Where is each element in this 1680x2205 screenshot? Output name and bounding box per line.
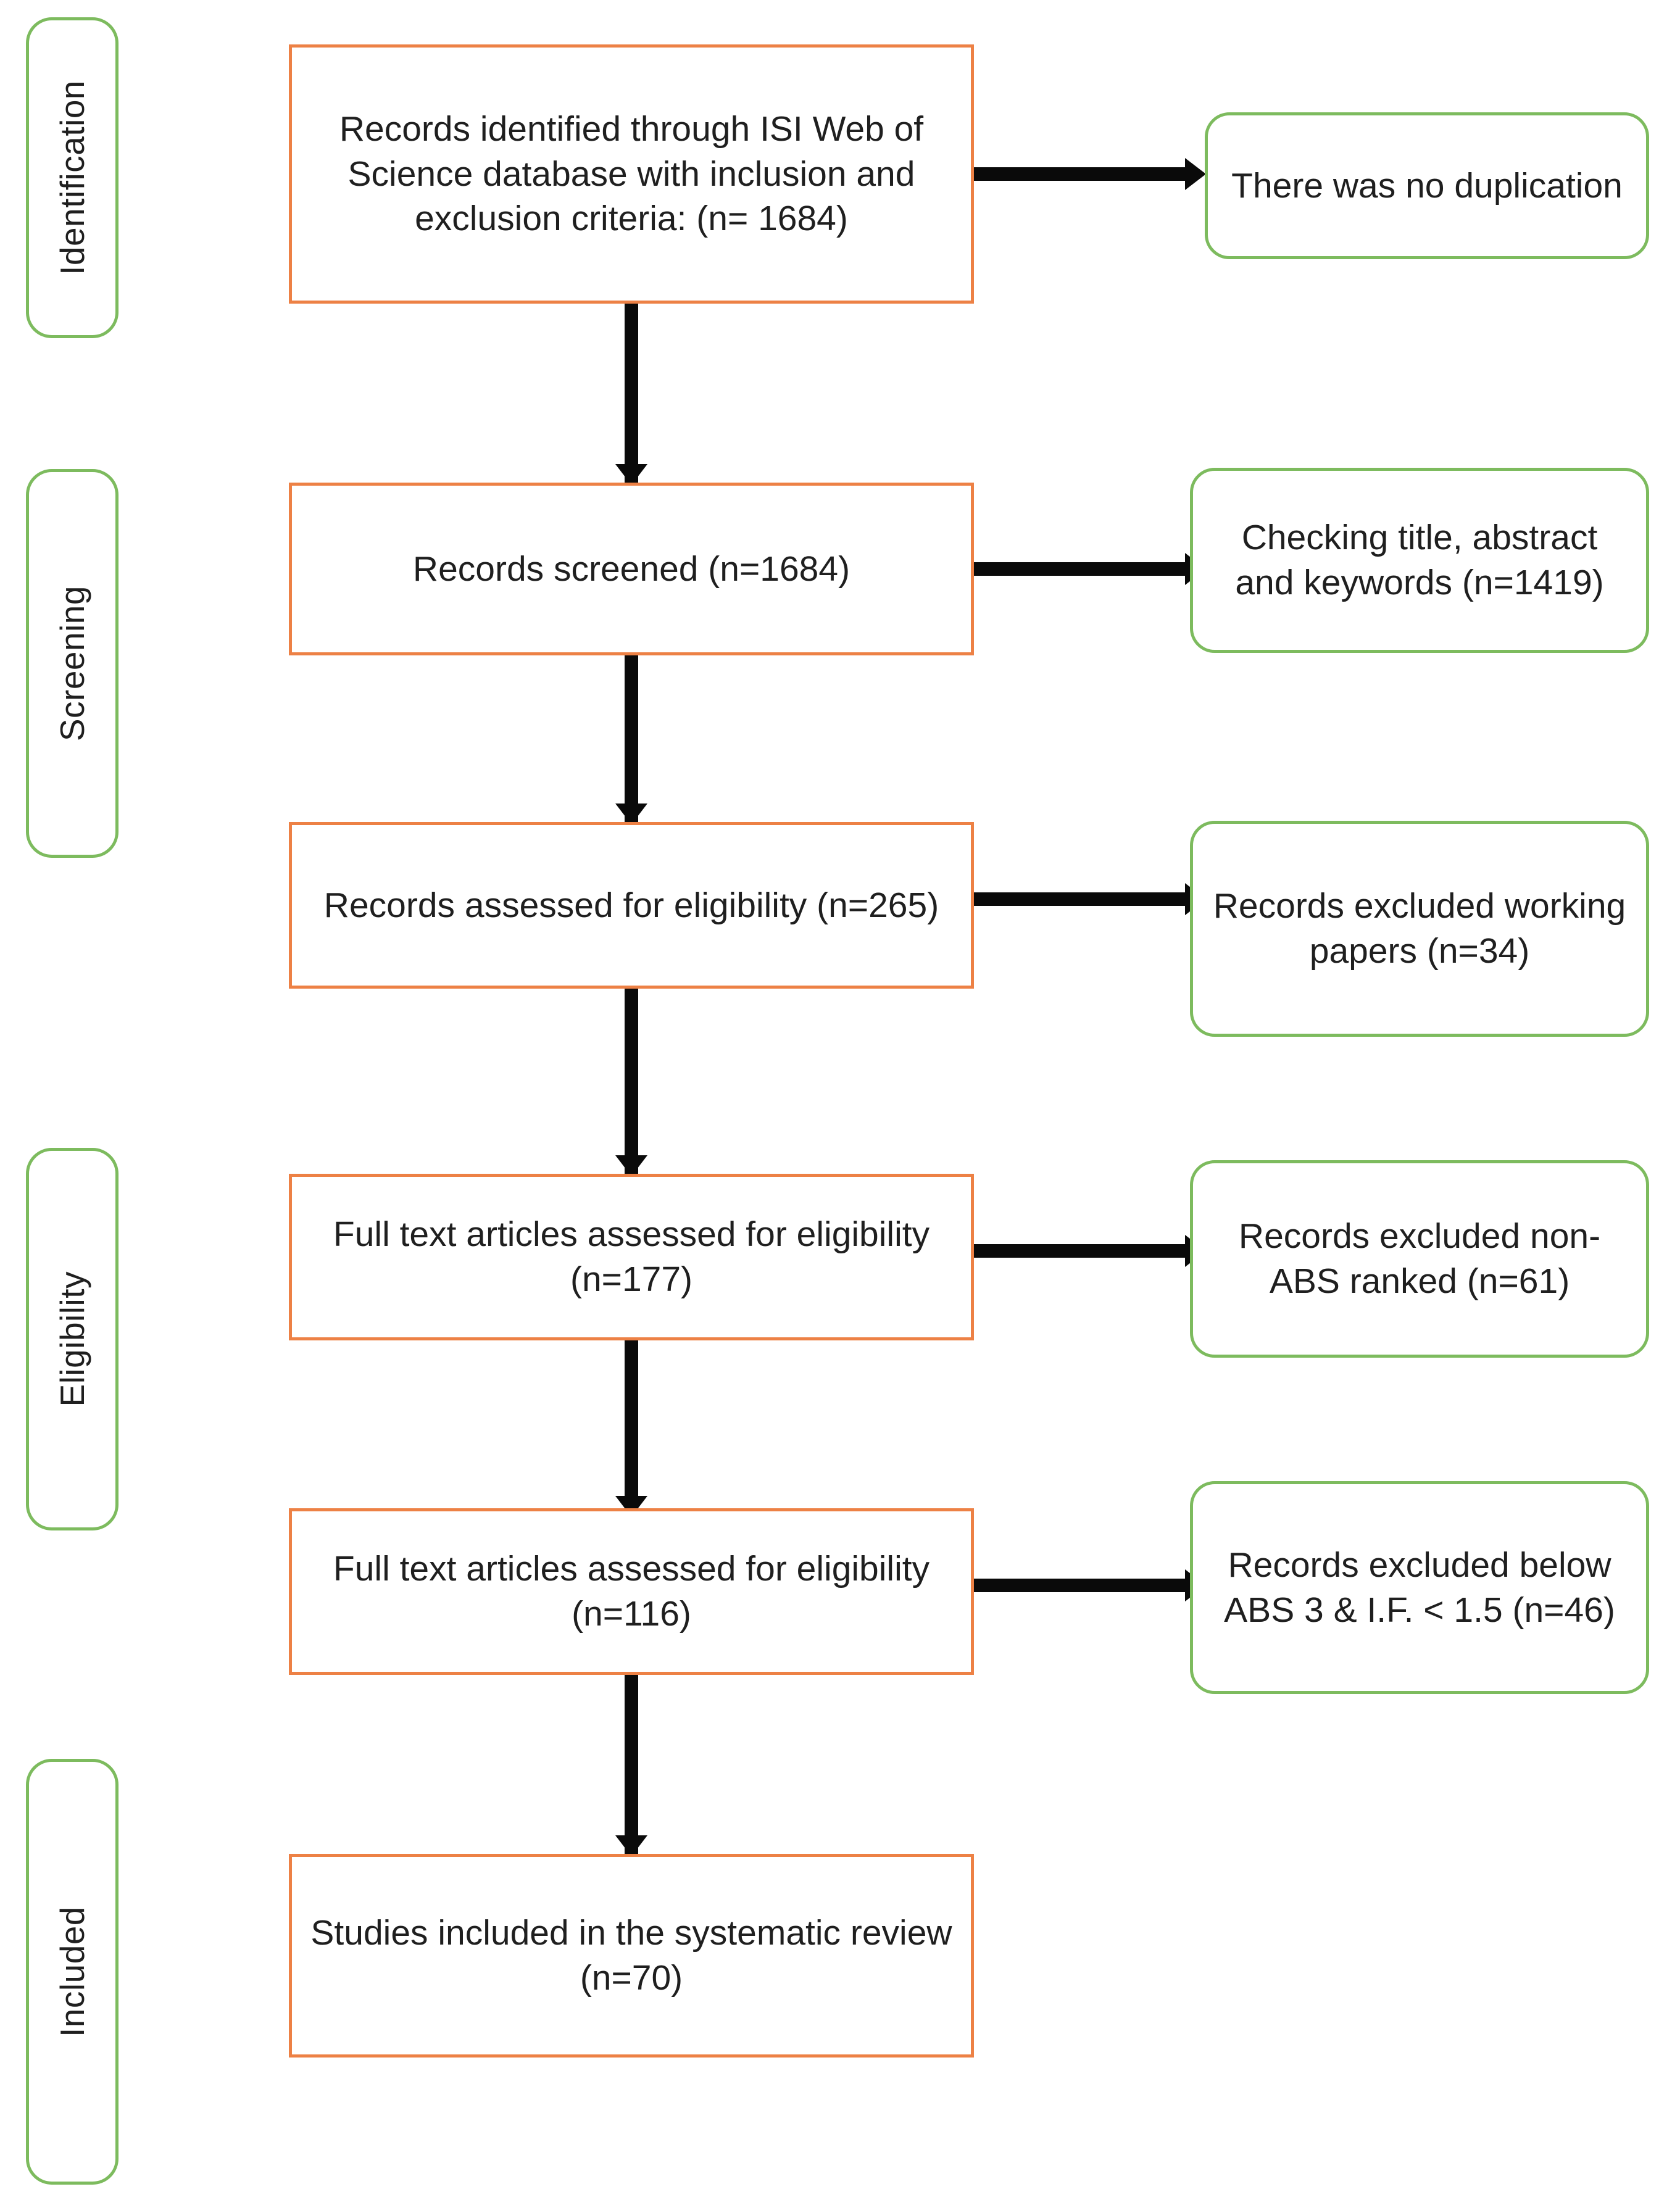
- stage-label-eligibility-text: Eligibility: [52, 1271, 91, 1407]
- connector-arrowhead-fulltext116-to-included: [615, 1835, 647, 1856]
- note-box-no-duplication: There was no duplication: [1205, 112, 1649, 259]
- process-box-studies-included-text: Studies included in the systematic revie…: [310, 1913, 952, 1998]
- connector-arrow-assessed-to-working-papers: [974, 892, 1189, 906]
- connector-arrow-fulltext116-to-included: [625, 1675, 638, 1854]
- stage-label-included-text: Included: [52, 1906, 91, 2037]
- process-box-records-assessed-text: Records assessed for eligibility (n=265): [323, 885, 939, 925]
- process-box-records-identified: Records identified through ISI Web of Sc…: [289, 44, 974, 304]
- process-box-fulltext-assessed-177: Full text articles assessed for eligibil…: [289, 1174, 974, 1340]
- connector-arrow-fulltext177-to-fulltext116: [625, 1340, 638, 1514]
- connector-arrow-assessed-to-fulltext177: [625, 989, 638, 1174]
- note-box-no-duplication-text: There was no duplication: [1231, 165, 1623, 206]
- process-box-fulltext-assessed-116-text: Full text articles assessed for eligibil…: [333, 1549, 930, 1634]
- stage-label-included: Included: [26, 1759, 119, 2185]
- connector-arrow-fulltext116-to-below-abs3: [974, 1579, 1189, 1592]
- note-box-excluded-working-papers: Records excluded working papers (n=34): [1190, 821, 1649, 1037]
- process-box-records-screened: Records screened (n=1684): [289, 483, 974, 655]
- connector-arrow-fulltext177-to-non-abs: [974, 1244, 1189, 1258]
- connector-arrowhead-identified-to-screened: [615, 464, 647, 485]
- connector-arrowhead-screened-to-assessed: [615, 804, 647, 824]
- note-box-excluded-non-abs-ranked: Records excluded non-ABS ranked (n=61): [1190, 1160, 1649, 1358]
- note-box-excluded-non-abs-ranked-text: Records excluded non-ABS ranked (n=61): [1238, 1216, 1601, 1301]
- connector-arrowhead-identified-to-duplication: [1185, 158, 1206, 190]
- stage-label-screening-text: Screening: [52, 585, 91, 742]
- note-box-excluded-below-abs3: Records excluded below ABS 3 & I.F. < 1.…: [1190, 1481, 1649, 1694]
- stage-label-identification-text: Identification: [52, 80, 91, 275]
- stage-label-eligibility: Eligibility: [26, 1148, 119, 1530]
- note-box-excluded-working-papers-text: Records excluded working papers (n=34): [1213, 886, 1626, 971]
- stage-label-screening: Screening: [26, 469, 119, 858]
- note-box-excluded-below-abs3-text: Records excluded below ABS 3 & I.F. < 1.…: [1224, 1545, 1615, 1630]
- note-box-checking-title-abstract-keywords: Checking title, abstract and keywords (n…: [1190, 468, 1649, 653]
- connector-arrowhead-assessed-to-fulltext177: [615, 1155, 647, 1176]
- connector-arrow-identified-to-duplication: [974, 167, 1189, 181]
- note-box-checking-title-abstract-keywords-text: Checking title, abstract and keywords (n…: [1235, 518, 1604, 602]
- process-box-fulltext-assessed-116: Full text articles assessed for eligibil…: [289, 1508, 974, 1675]
- process-box-records-screened-text: Records screened (n=1684): [412, 549, 850, 589]
- connector-arrow-identified-to-screened: [625, 304, 638, 483]
- stage-label-identification: Identification: [26, 17, 119, 338]
- connector-arrow-screened-to-assessed: [625, 655, 638, 822]
- process-box-studies-included: Studies included in the systematic revie…: [289, 1854, 974, 2058]
- process-box-records-assessed: Records assessed for eligibility (n=265): [289, 822, 974, 989]
- process-box-records-identified-text: Records identified through ISI Web of Sc…: [339, 109, 924, 239]
- process-box-fulltext-assessed-177-text: Full text articles assessed for eligibil…: [333, 1215, 930, 1299]
- connector-arrow-screened-to-checking: [974, 562, 1189, 576]
